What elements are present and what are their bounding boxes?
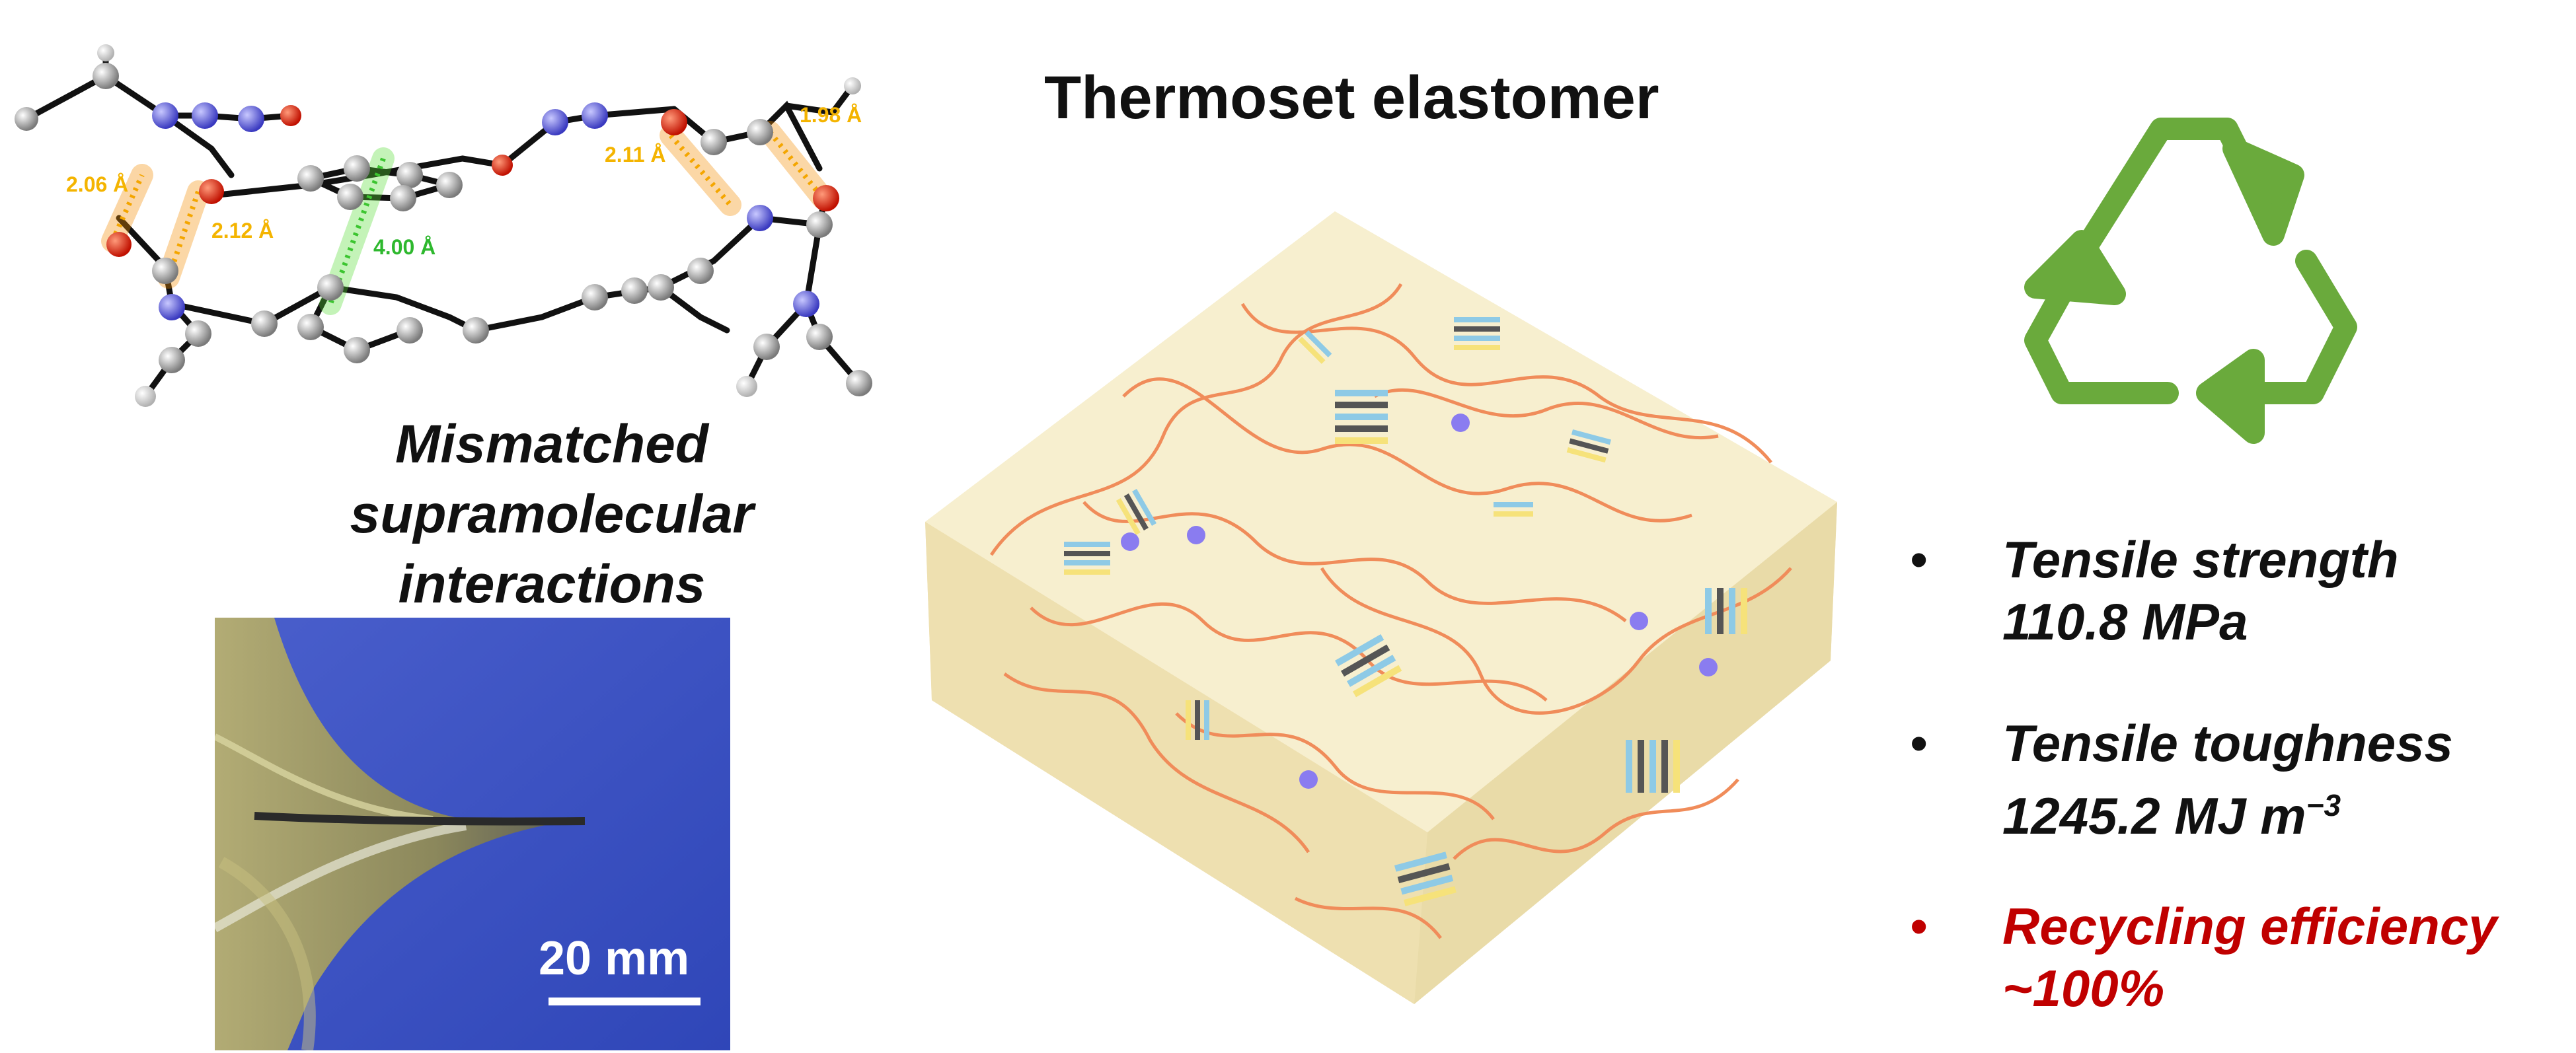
- property-label: Tensile strength: [2002, 530, 2399, 589]
- molecular-structure: 2.06 Å 2.12 Å 4.00 Å 2.11 Å 1.98 Å: [15, 44, 872, 407]
- bullet: •: [1910, 530, 1928, 589]
- atoms: [15, 44, 872, 407]
- recycle-icon: [2024, 118, 2357, 444]
- thermoset-network-diagram: [925, 211, 1837, 1004]
- photo-image: [215, 618, 730, 1050]
- caption-line-1: Mismatched: [395, 414, 708, 474]
- hydrogen-bond-blocks: [1064, 317, 1747, 906]
- matrix-block: [925, 211, 1837, 1004]
- distance-label-4: 2.11 Å: [605, 143, 666, 166]
- distance-label-3: 4.00 Å: [373, 235, 436, 259]
- scale-bar: [549, 998, 701, 1005]
- property-value: 1245.2 MJ m−3: [2002, 787, 2341, 845]
- property-value: 110.8 MPa: [2002, 593, 2248, 651]
- polymer-chains: [989, 283, 1792, 939]
- property-label: Tensile toughness: [2002, 714, 2453, 772]
- property-label: Recycling efficiency: [2002, 897, 2497, 955]
- page-title: Thermoset elastomer: [1044, 64, 1659, 131]
- molecule-caption: Mismatched supramolecular interactions: [221, 410, 882, 620]
- distance-label-5: 1.98 Å: [800, 103, 862, 127]
- caption-line-2: supramolecular interactions: [350, 484, 754, 614]
- scale-bar-label: 20 mm: [539, 932, 690, 985]
- distance-label-2: 2.12 Å: [211, 219, 274, 242]
- bullet: •: [1910, 714, 1928, 772]
- elastomer-photo: 20 mm: [215, 618, 730, 1050]
- distance-label-1: 2.06 Å: [66, 172, 128, 196]
- property-value: ~100%: [2002, 959, 2165, 1017]
- crosslink-points: [1121, 414, 1718, 789]
- bonds: [23, 50, 862, 400]
- bullet: •: [1910, 897, 1928, 955]
